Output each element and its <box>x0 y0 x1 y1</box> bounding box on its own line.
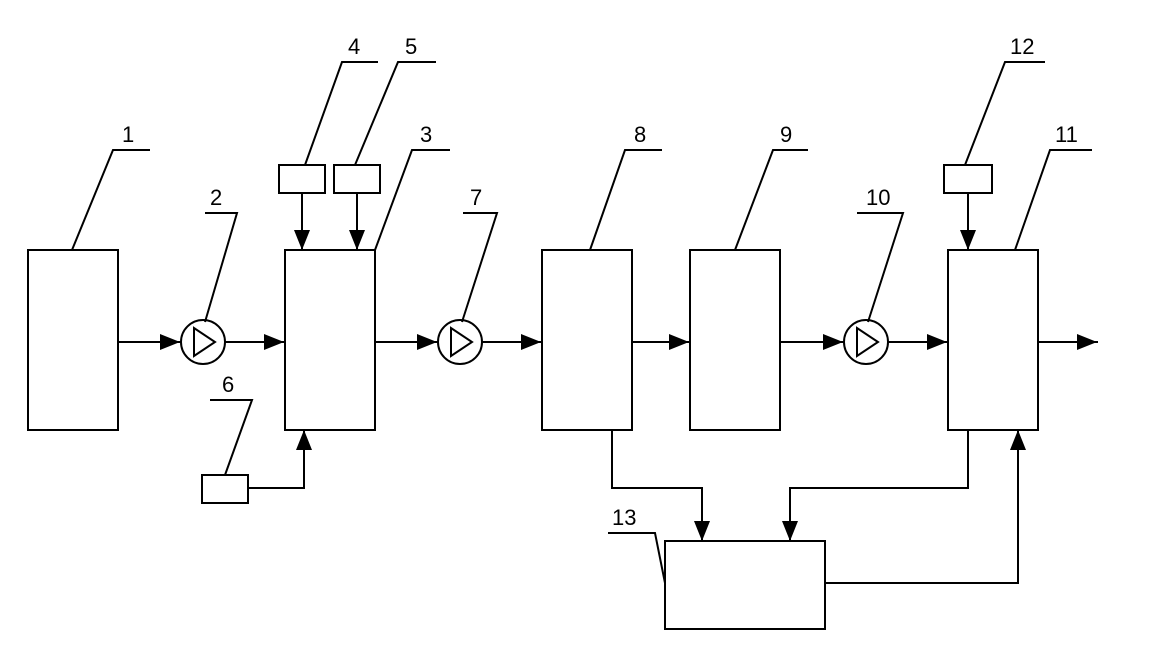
pump-7-icon <box>437 319 483 365</box>
unit-8-box <box>541 249 633 431</box>
feeder-4-box <box>278 164 326 194</box>
unit-11-box <box>947 249 1039 431</box>
label-leader-lines <box>71 61 1092 584</box>
label-13: 13 <box>612 505 636 530</box>
feeder-12-box <box>943 164 993 194</box>
unit-1-box <box>27 249 119 431</box>
pump-10-icon <box>843 319 889 365</box>
feeder-6-box <box>201 474 249 504</box>
unit-9-box <box>689 249 781 431</box>
label-11: 11 <box>1055 122 1078 147</box>
feeder-lines <box>248 193 976 489</box>
label-10: 10 <box>866 185 890 210</box>
label-9: 9 <box>780 122 792 147</box>
pump-2-icon <box>180 319 226 365</box>
unit-13-box <box>664 540 826 630</box>
unit-3-box <box>284 249 376 431</box>
label-4: 4 <box>348 34 360 59</box>
label-6: 6 <box>222 372 234 397</box>
label-7: 7 <box>470 185 482 210</box>
label-2: 2 <box>210 185 222 210</box>
label-3: 3 <box>420 122 432 147</box>
recycle-lines <box>611 430 1026 584</box>
label-8: 8 <box>634 122 646 147</box>
label-5: 5 <box>405 34 417 59</box>
label-12: 12 <box>1010 34 1034 59</box>
label-1: 1 <box>122 122 134 147</box>
feeder-5-box <box>333 164 381 194</box>
flow-arrowheads <box>160 334 1097 350</box>
